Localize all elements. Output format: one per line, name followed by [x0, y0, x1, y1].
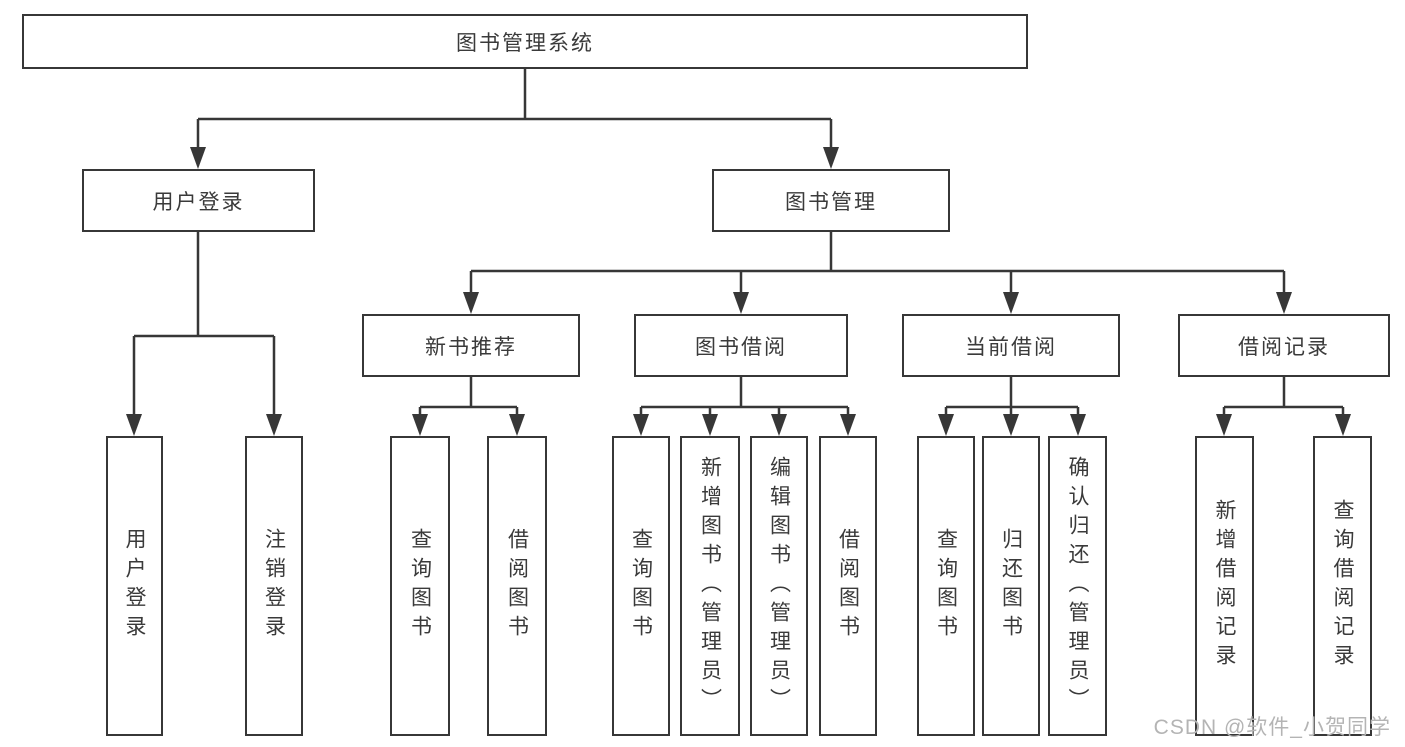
node-current-borrow: 当前借阅: [902, 314, 1120, 377]
node-new-book-recommend: 新书推荐: [362, 314, 580, 377]
leaf-borrow-query-book: 查询图书: [612, 436, 670, 736]
leaf-recommend-borrow-book: 借阅图书: [487, 436, 547, 736]
node-book-management: 图书管理: [712, 169, 950, 232]
node-book-borrow: 图书借阅: [634, 314, 848, 377]
leaf-current-query-book: 查询图书: [917, 436, 975, 736]
node-borrow-records: 借阅记录: [1178, 314, 1390, 377]
leaf-query-borrow-record: 查询借阅记录: [1313, 436, 1372, 736]
arrowheads: [126, 147, 1351, 436]
leaf-recommend-query-book: 查询图书: [390, 436, 450, 736]
leaf-add-borrow-record: 新增借阅记录: [1195, 436, 1254, 736]
leaf-logout: 注销登录: [245, 436, 303, 736]
leaf-user-login: 用户登录: [106, 436, 163, 736]
csdn-watermark: CSDN @软件_小贺同学: [1153, 716, 1391, 739]
leaf-return-book: 归还图书: [982, 436, 1040, 736]
node-root-library-system: 图书管理系统: [22, 14, 1028, 69]
leaf-confirm-return-admin: 确认归还（管理员）: [1048, 436, 1107, 736]
leaf-borrow-book: 借阅图书: [819, 436, 877, 736]
node-user-login: 用户登录: [82, 169, 315, 232]
leaf-add-book-admin: 新增图书（管理员）: [680, 436, 740, 736]
leaf-edit-book-admin: 编辑图书（管理员）: [750, 436, 808, 736]
